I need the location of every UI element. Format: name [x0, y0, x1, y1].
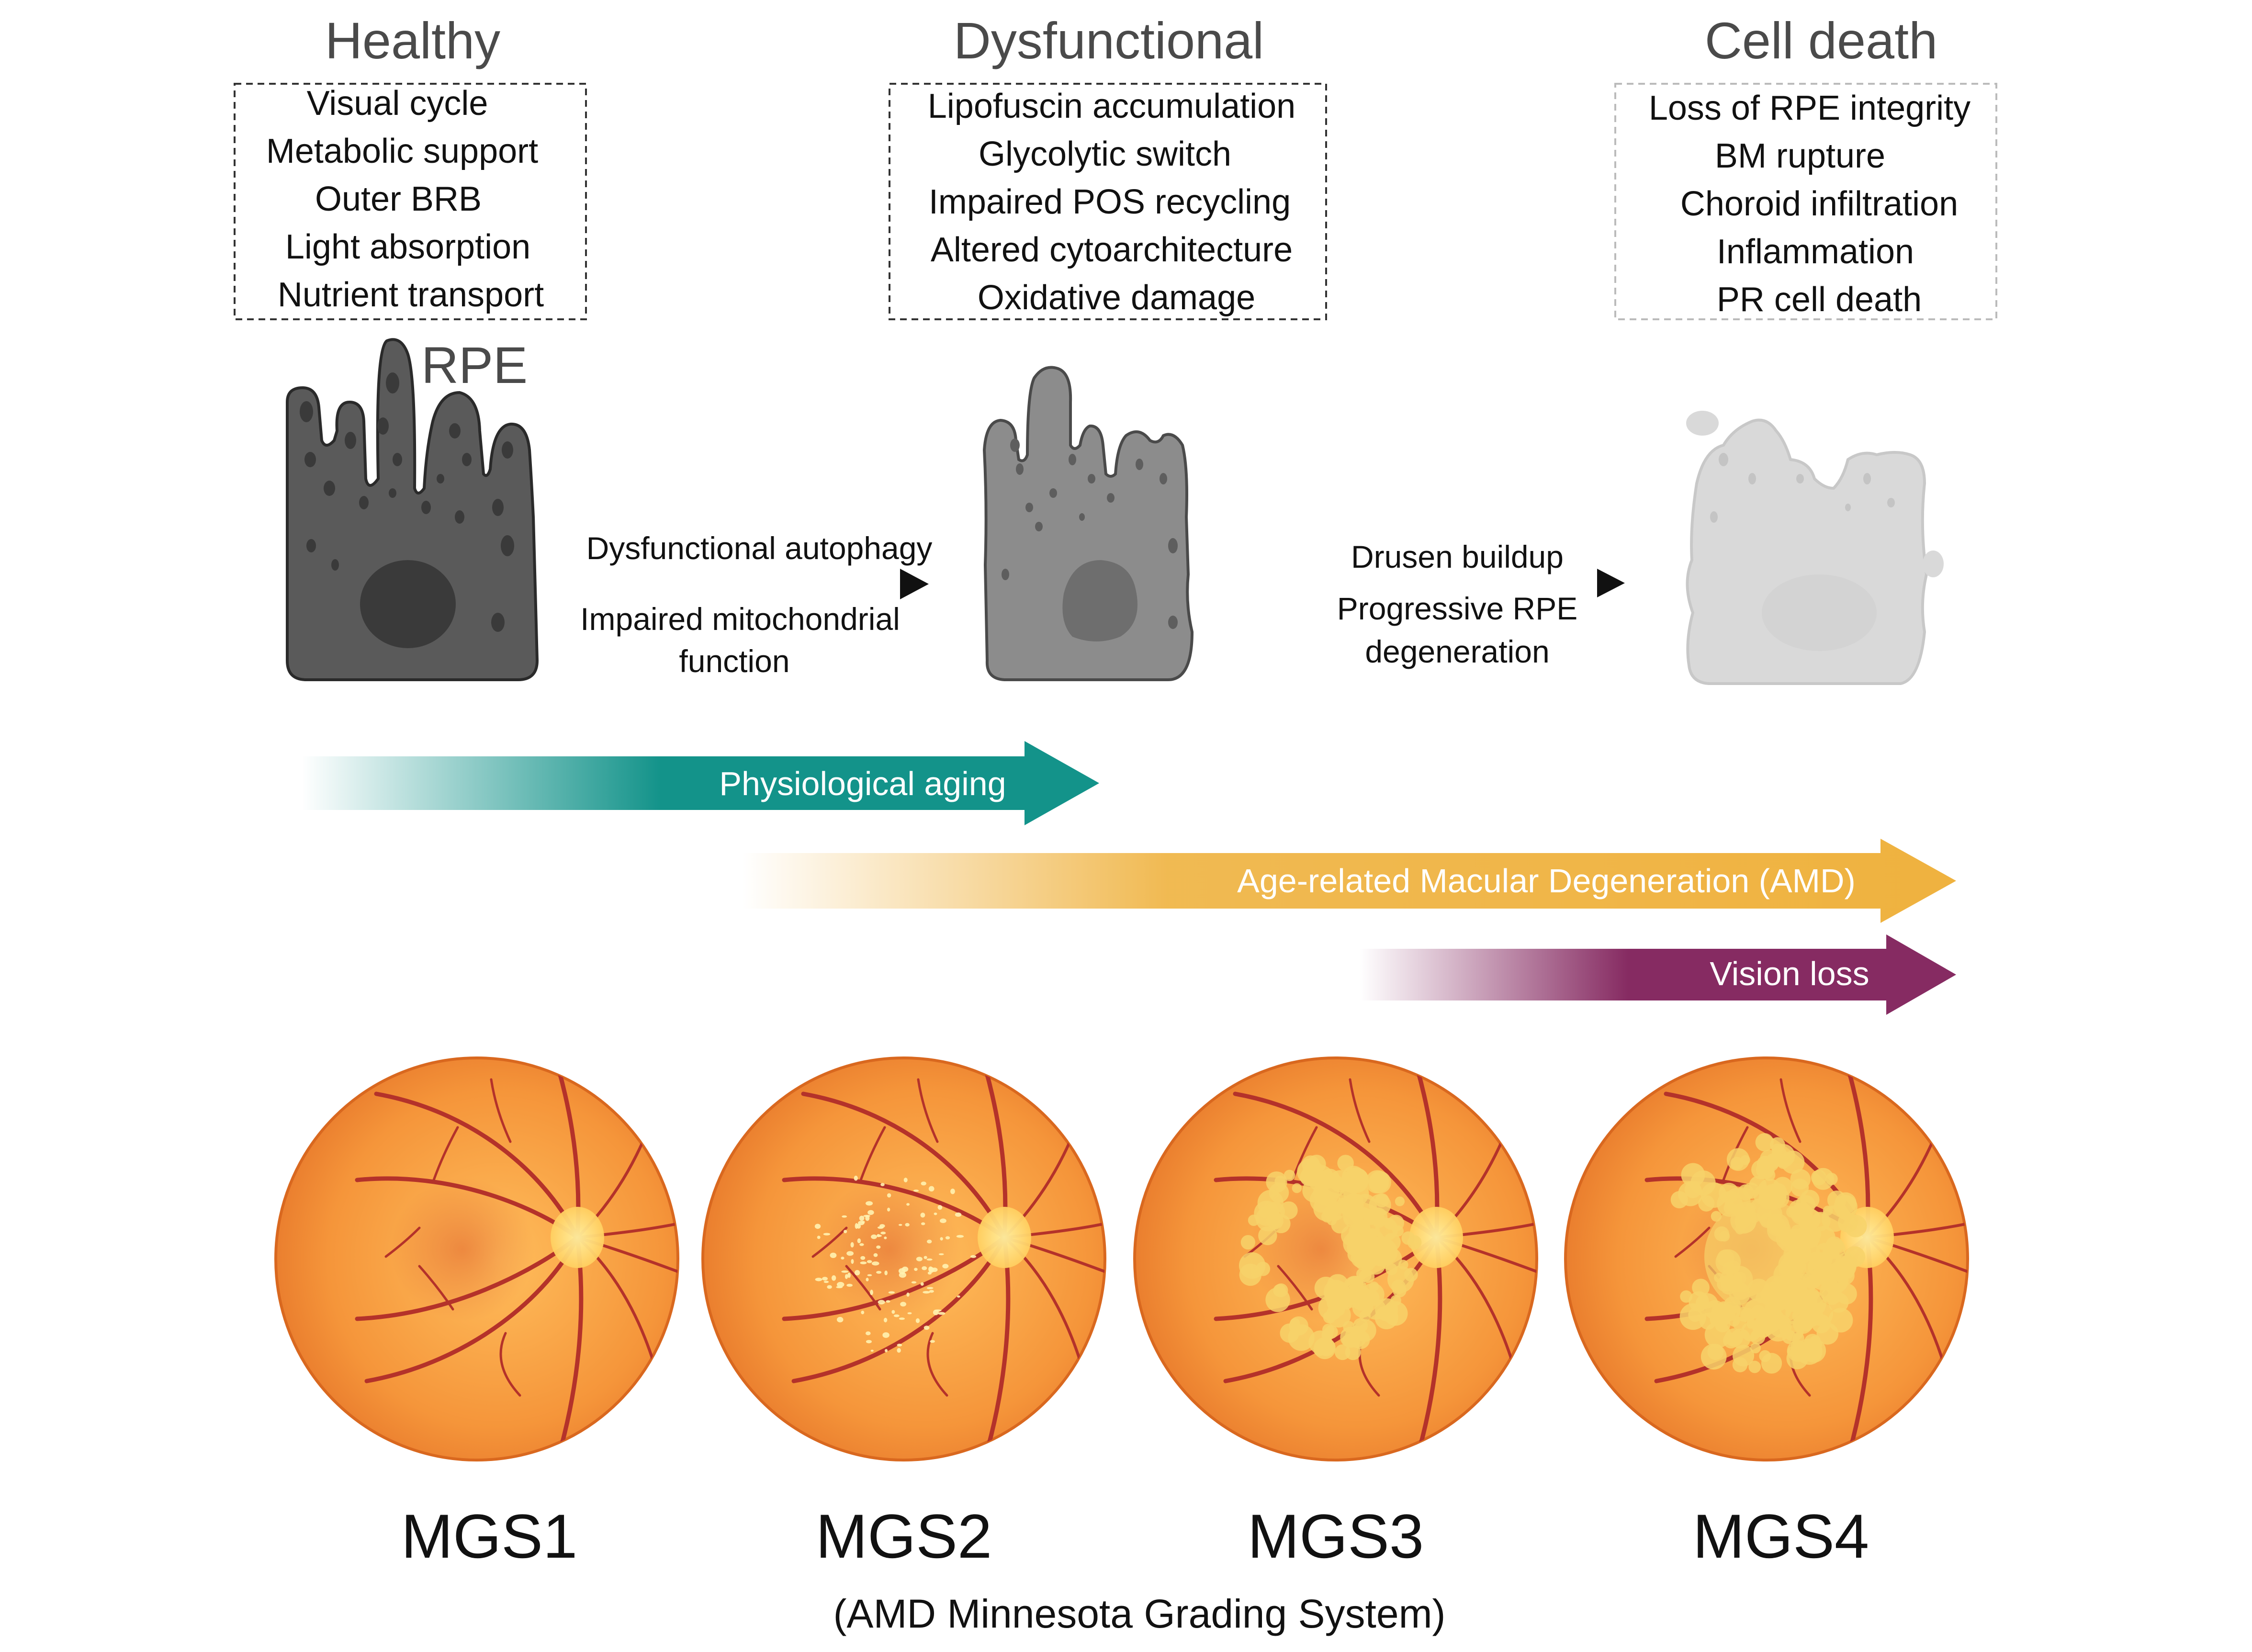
stage-dysfunctional: Dysfunctional Lipofuscin accumulation Gl…: [889, 11, 1327, 320]
pigment-granules: [1002, 438, 1178, 629]
band-arrow: [742, 839, 1956, 923]
fundus-image: [274, 1056, 679, 1461]
stage-title: Dysfunctional: [954, 11, 1264, 69]
box-item: Loss of RPE integrity: [1649, 89, 1970, 127]
box-item: Inflammation: [1717, 233, 1914, 271]
rpe-cell-dysfunctional: [982, 366, 1194, 681]
cell-body: [982, 366, 1194, 681]
nucleus: [1062, 560, 1137, 641]
nucleus-remnant: [1762, 574, 1877, 651]
arrow-head: [1597, 569, 1625, 597]
arrow-label-below: function: [679, 643, 789, 679]
grade-label: MGS2: [816, 1501, 992, 1571]
box-item: Glycolytic switch: [979, 135, 1231, 173]
optic-disc: [551, 1207, 604, 1268]
grade-labels: MGS1 MGS2 MGS3 MGS4: [401, 1501, 1869, 1571]
nucleus: [360, 560, 456, 648]
band-vision-loss: Vision loss: [1360, 934, 1956, 1015]
function-box: [1614, 83, 1997, 320]
box-item: Outer BRB: [315, 180, 482, 218]
pigment-granules: [300, 372, 514, 632]
drusen: [814, 1175, 977, 1353]
band-label: Age-related Macular Degeneration (AMD): [1237, 862, 1856, 899]
fundus-image: [1564, 1056, 1969, 1461]
rpe-cell-healthy: RPE: [286, 336, 539, 681]
box-item: Altered cytoarchitecture: [931, 231, 1293, 269]
fundus-image: [1133, 1056, 1538, 1461]
rpe-label: RPE: [421, 336, 528, 394]
grading-system-caption: (AMD Minnesota Grading System): [833, 1591, 1445, 1636]
arrow-label-below: Impaired mitochondrial: [580, 601, 900, 637]
band-arrow: [1360, 934, 1956, 1015]
transition-1: Dysfunctional autophagy Impaired mitocho…: [580, 530, 932, 679]
box-item: Impaired POS recycling: [929, 183, 1291, 221]
pigment-granules: [1710, 453, 1895, 523]
band-physiological-aging: Physiological aging: [302, 741, 1099, 825]
transition-2: Drusen buildup Progressive RPE degenerat…: [1293, 539, 1625, 669]
rpe-cell-dead: [1686, 411, 1944, 685]
debris: [1686, 411, 1719, 436]
grade-label: MGS4: [1693, 1501, 1869, 1571]
stage-title: Cell death: [1705, 11, 1937, 69]
box-item: Metabolic support: [266, 132, 538, 170]
fundus-row: [274, 1056, 1969, 1461]
optic-disc: [978, 1207, 1031, 1268]
band-label: Physiological aging: [719, 765, 1006, 802]
stage-title: Healthy: [325, 11, 500, 69]
optic-disc: [1409, 1207, 1463, 1268]
box-item: BM rupture: [1715, 137, 1885, 175]
box-item: Oxidative damage: [978, 279, 1255, 317]
box-item: PR cell death: [1717, 281, 1922, 319]
grade-label: MGS1: [401, 1501, 577, 1571]
debris: [1923, 551, 1944, 577]
drusen: [1670, 1133, 1867, 1374]
stage-cell-death: Cell death Loss of RPE integrity BM rupt…: [1614, 11, 1997, 320]
cell-body: [286, 338, 539, 681]
box-item: Choroid infiltration: [1680, 185, 1958, 223]
stage-healthy: Healthy Visual cycle Metabolic support O…: [234, 11, 587, 320]
band-amd: Age-related Macular Degeneration (AMD): [742, 839, 1956, 923]
arrow-label-above: Dysfunctional autophagy: [586, 530, 933, 566]
box-item: Visual cycle: [307, 84, 488, 123]
fundus-image: [701, 1056, 1106, 1461]
box-item: Light absorption: [285, 228, 530, 266]
grade-label: MGS3: [1248, 1501, 1424, 1571]
arrow-label-above: Drusen buildup: [1351, 539, 1564, 574]
band-arrow: [302, 741, 1099, 825]
arrow-label-below: degeneration: [1365, 634, 1549, 669]
band-label: Vision loss: [1710, 955, 1869, 992]
arrow-head: [900, 569, 929, 599]
box-item: Nutrient transport: [278, 276, 544, 314]
drusen: [1239, 1155, 1422, 1360]
function-box: [889, 83, 1327, 320]
box-item: Lipofuscin accumulation: [928, 87, 1295, 125]
arrow-label-below: Progressive RPE: [1337, 591, 1578, 626]
function-box: [234, 83, 587, 320]
